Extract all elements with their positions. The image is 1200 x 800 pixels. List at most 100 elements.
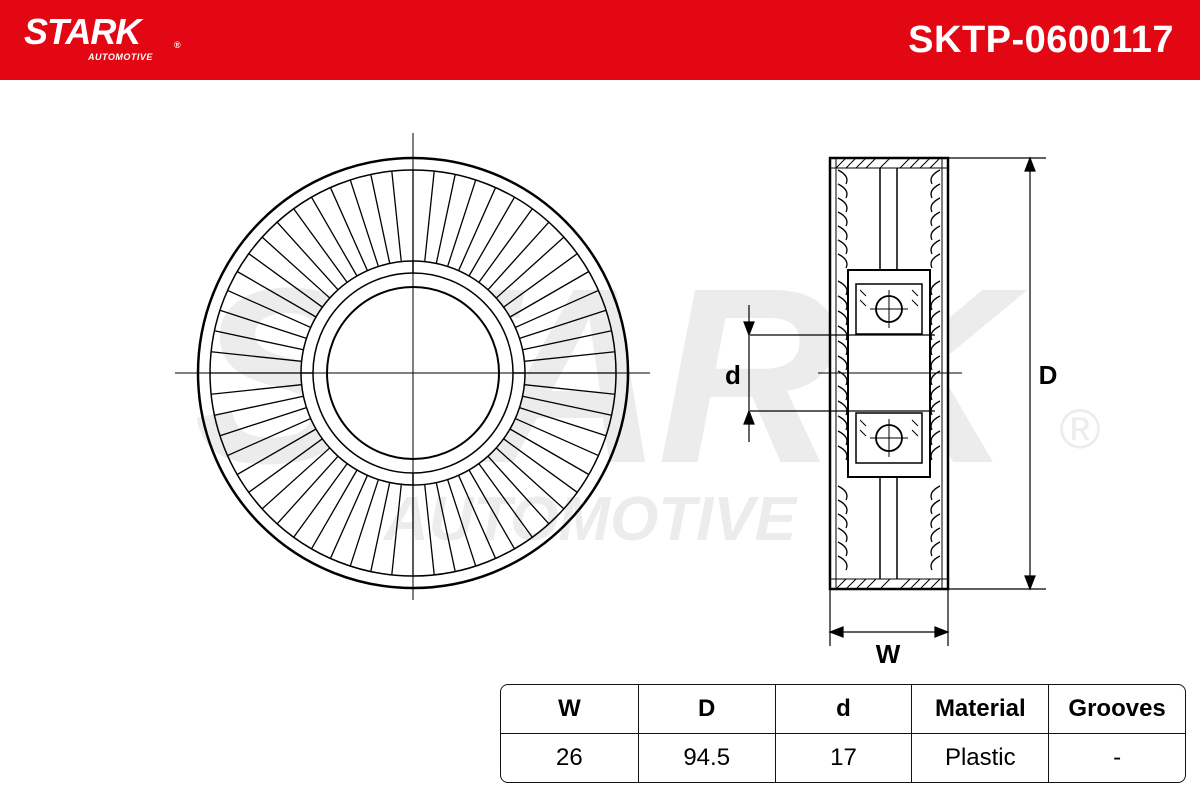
radial-rib xyxy=(329,475,369,559)
stark-logo: STARK ® AUTOMOTIVE xyxy=(24,14,181,63)
radial-rib xyxy=(214,395,304,416)
radial-rib xyxy=(211,384,302,395)
W-arrow-right xyxy=(934,626,950,638)
section-rib-curve xyxy=(837,280,848,296)
radial-rib xyxy=(370,174,391,264)
section-rib-curve xyxy=(930,280,941,296)
radial-rib xyxy=(236,428,317,476)
radial-rib xyxy=(236,270,317,318)
spec-table: W D d Material Grooves 26 94.5 17 Plasti… xyxy=(500,684,1186,783)
section-rib-curve xyxy=(837,541,848,557)
section-rib-curve xyxy=(930,183,941,199)
section-rib-curve xyxy=(930,513,941,529)
section-rib-curve xyxy=(837,555,848,571)
radial-rib xyxy=(349,179,380,267)
radial-rib xyxy=(391,171,402,262)
section-rib-curve xyxy=(930,370,941,386)
watermark-registered-mark: ® xyxy=(1059,397,1100,460)
section-rib-curve xyxy=(930,253,941,269)
section-rib-curve xyxy=(930,197,941,213)
section-rib-curve xyxy=(930,499,941,515)
inner-diameter-label: d xyxy=(725,360,741,390)
section-rib-curve xyxy=(837,310,848,326)
section-rib-curve xyxy=(930,485,941,501)
radial-rib xyxy=(457,475,497,559)
radial-rib xyxy=(219,406,307,437)
outer-diameter-label: D xyxy=(1039,360,1058,390)
radial-rib xyxy=(349,479,380,567)
radial-rib xyxy=(495,236,565,299)
radial-rib xyxy=(524,384,615,395)
d-arrow-top xyxy=(743,321,755,337)
radial-rib xyxy=(424,484,435,575)
radial-rib xyxy=(519,406,607,437)
radial-rib xyxy=(446,479,477,567)
value-d-outer: 94.5 xyxy=(637,734,775,782)
radial-rib xyxy=(293,208,348,283)
section-rib-curve xyxy=(837,385,848,401)
radial-rib xyxy=(211,351,302,362)
section-rib-curve xyxy=(930,239,941,255)
radial-rib xyxy=(248,253,323,308)
section-rib-curve xyxy=(930,385,941,401)
section-rib-curve xyxy=(930,541,941,557)
pulley-front-view xyxy=(175,133,650,600)
spec-table-header-row: W D d Material Grooves xyxy=(501,685,1185,734)
radial-rib xyxy=(248,438,323,493)
radial-rib xyxy=(227,289,311,329)
radial-rib xyxy=(503,253,578,308)
header-bar: STARK ® AUTOMOTIVE SKTP-0600117 xyxy=(0,0,1200,80)
header-d-outer: D xyxy=(637,685,775,734)
spec-table-value-row: 26 94.5 17 Plastic - xyxy=(501,734,1185,782)
section-rib-curve xyxy=(837,400,848,416)
radial-rib xyxy=(310,469,358,550)
section-rib-curve xyxy=(930,325,941,341)
radial-rib xyxy=(261,447,331,510)
section-rib-curve xyxy=(930,415,941,431)
section-rib-curve xyxy=(930,527,941,543)
radial-rib xyxy=(310,196,358,277)
header-w: W xyxy=(501,685,638,734)
section-rib-curve xyxy=(837,445,848,461)
section-rib-curve xyxy=(837,197,848,213)
radial-rib xyxy=(503,438,578,493)
section-rib-curve xyxy=(837,183,848,199)
logo-registered-mark: ® xyxy=(174,40,181,50)
section-rib-curve xyxy=(837,169,848,185)
value-d-inner: 17 xyxy=(774,734,912,782)
section-rib-curve xyxy=(930,355,941,371)
section-rib-curve xyxy=(837,325,848,341)
section-rib-curve xyxy=(930,310,941,326)
section-rib-curves xyxy=(837,169,941,571)
dimension-lines xyxy=(743,156,1046,646)
section-rib-curve xyxy=(837,499,848,515)
pulley-section-view xyxy=(818,156,962,591)
d-arrow-bottom xyxy=(743,409,755,425)
radial-rib xyxy=(524,351,615,362)
radial-rib xyxy=(487,221,550,291)
radial-rib xyxy=(227,417,311,457)
header-d-inner: d xyxy=(774,685,912,734)
section-rib-curve xyxy=(837,513,848,529)
section-rib-curve xyxy=(837,225,848,241)
radial-rib xyxy=(276,221,339,291)
radial-rib xyxy=(293,463,348,538)
part-number: SKTP-0600117 xyxy=(908,19,1174,61)
section-rib-curve xyxy=(930,555,941,571)
radial-rib xyxy=(487,455,550,525)
section-rib-curve xyxy=(837,340,848,356)
width-label: W xyxy=(876,639,901,669)
radial-rib xyxy=(424,171,435,262)
radial-rib xyxy=(435,482,456,572)
radial-rib xyxy=(468,469,516,550)
radial-rib xyxy=(495,447,565,510)
radial-rib xyxy=(219,309,307,340)
radial-rib xyxy=(478,463,533,538)
radial-rib xyxy=(370,482,391,572)
W-arrow-left xyxy=(828,626,844,638)
section-rib-curve xyxy=(837,211,848,227)
section-rib-curve xyxy=(837,415,848,431)
section-rib-curve xyxy=(930,400,941,416)
section-rib-curve xyxy=(837,253,848,269)
radial-rib xyxy=(214,330,304,351)
